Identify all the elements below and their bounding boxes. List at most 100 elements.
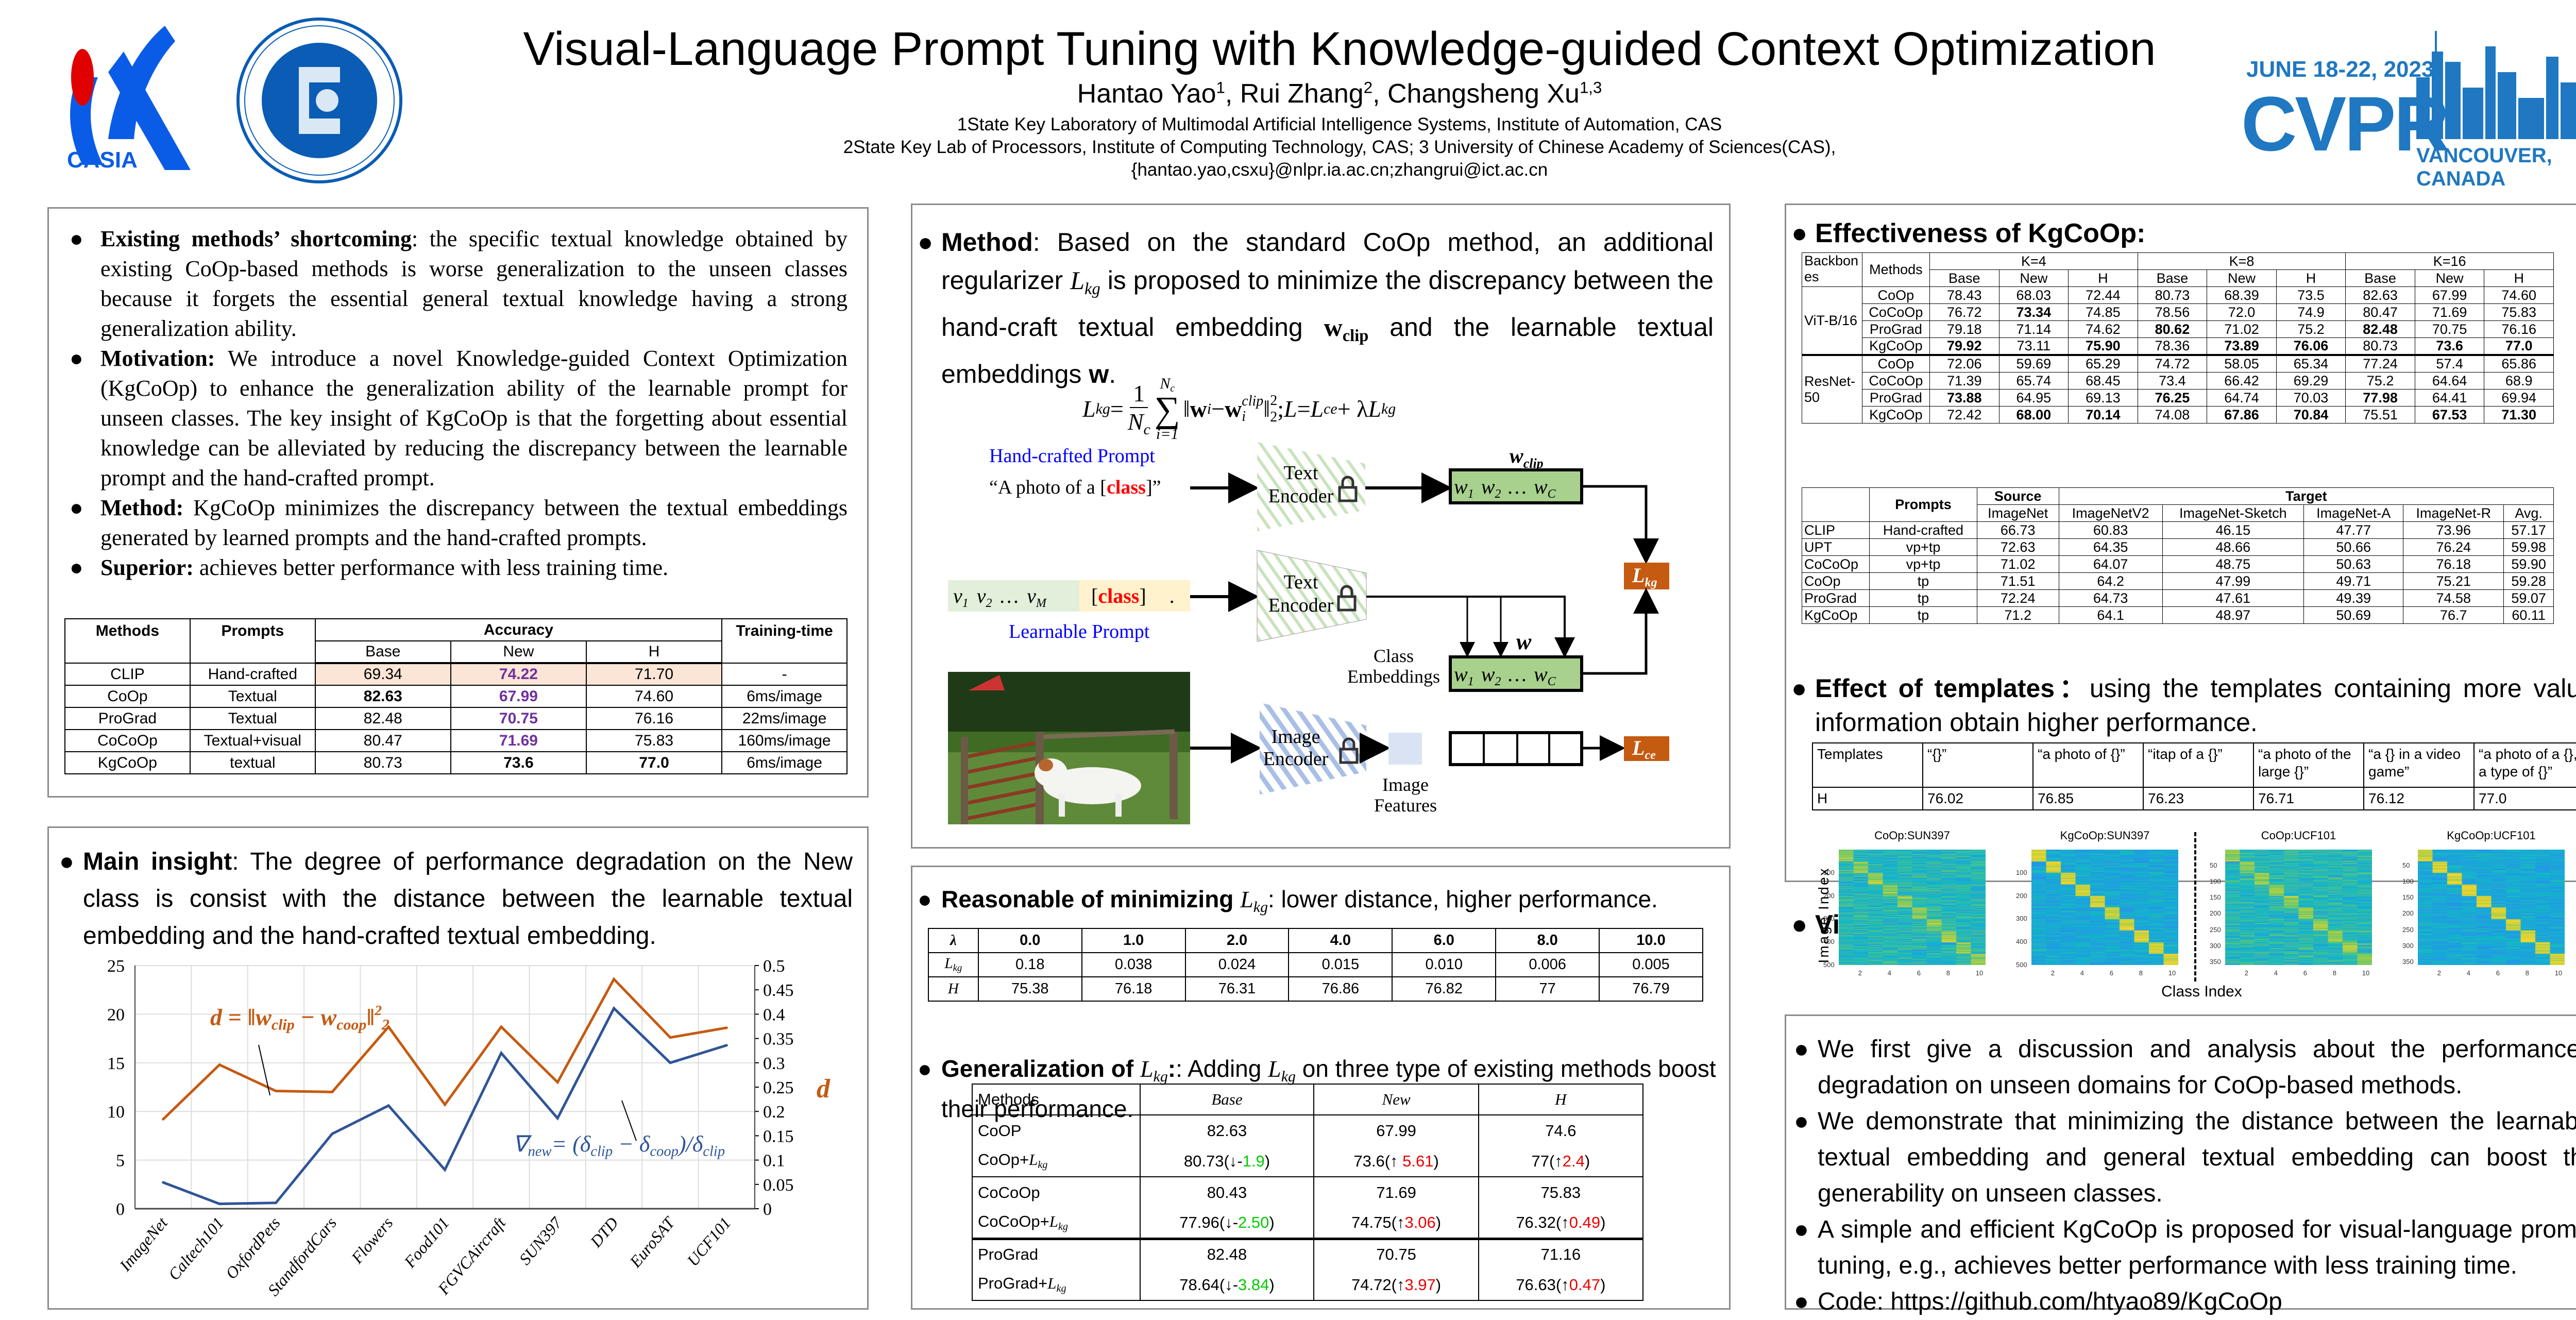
lce-loss-box [1624,736,1669,761]
template-header: “a photo of a {}, a type of {}” [2473,742,2576,788]
table-cell: vp+tp [1869,538,1977,556]
heatmap-x-tick: 2 [2050,969,2055,977]
bullet-shortcoming: Existing methods’ shortcoming: the speci… [70,224,848,344]
heatmap-y-tick: 300 [2016,915,2027,923]
template-value: 76.23 [2143,787,2254,810]
table-cell: ProGrad [1861,320,1930,338]
table-cell: Textual [189,707,316,730]
table-cell: 71.39 [1929,372,1999,390]
y-left-tick-label: 15 [107,1054,125,1073]
col-header: Base [2345,269,2415,287]
col-header: Backbon es [1802,252,1862,287]
heatmap-x-tick: 8 [2525,969,2529,977]
table-cell: 49.39 [2303,589,2404,607]
heatmap-x-tick: 2 [2437,969,2441,977]
bullet-text: We introduce a novel Knowledge-guided Co… [100,346,848,490]
bullet-head: Existing methods’ shortcoming [100,226,412,251]
heatmap-y-tick: 150 [2402,893,2414,902]
col-header: H [2276,269,2346,287]
intro-panel: Existing methods’ shortcoming: the speci… [47,207,869,798]
table-cell: Textual+visual [189,729,316,752]
table-cell: 73.88 [1929,389,1999,407]
affiliation-line: 1State Key Laboratory of Multimodal Arti… [957,114,1722,134]
heatmap-y-tick: 400 [2016,938,2027,946]
table-cell: 60.11 [2503,606,2554,624]
table-cell: 67.99 [1313,1114,1479,1146]
table-cell: 70.03 [2276,389,2346,407]
template-value: 76.12 [2363,787,2475,810]
table-cell: 65.34 [2276,354,2346,373]
col-header: ImageNet-A [2303,504,2404,522]
poster-title: Visual-Language Prompt Tuning with Knowl… [523,23,2156,75]
table-cell: 72.42 [1929,406,1999,424]
delta-value: 0.47 [1569,1275,1601,1294]
table-cell: 77.24 [2345,354,2415,373]
heatmap-x-tick: 6 [1917,969,1921,977]
lkg-label: Lkg [1632,564,1657,589]
table-cell: 73.6 [2414,337,2485,356]
heatmap-y-tick: 100 [2210,877,2221,886]
annotation-arrow [258,1044,270,1096]
code-link[interactable]: Code: https://github.com/htyao89/KgCoOp [1794,1284,2576,1320]
data-point [556,1116,559,1120]
heatmap-y-tick: 350 [2210,957,2221,966]
insight-head: Main insight [83,848,232,875]
table-cell: 77.0 [2484,337,2554,356]
class-token: [class]. [1091,584,1175,607]
col-header: New [450,640,587,664]
data-point [274,1090,277,1093]
table-cell: Textual [189,685,316,708]
table-cell: 82.63 [2345,286,2415,304]
table-cell: 75.83 [585,729,723,752]
author-name: Rui Zhang [1240,79,1364,109]
table-cell: 60.83 [2058,521,2163,539]
table-cell: 64.41 [2414,389,2485,407]
table-cell: 47.99 [2162,572,2304,590]
table-cell: 77(↑2.4) [1478,1146,1644,1177]
similarity-heatmap [2418,850,2565,965]
y-right-axis-label: d [817,1074,831,1104]
table-cell: 77.0 [585,751,723,774]
heatmap-y-tick: 400 [1823,938,1835,946]
cvpr-logo: JUNE 18-22, 2023 CVPR VANCOUVER, CANADA [2241,31,2576,190]
author-name: Hantao Yao [1077,79,1216,109]
table-cell: 71.70 [585,663,723,686]
table-cell: 82.48 [1139,1237,1315,1270]
heatmap-x-tick: 10 [2362,969,2370,977]
table-cell: 74.85 [2068,303,2138,321]
heatmap-title: CoOp:SUN397 [1874,829,1950,842]
table-cell: textual [189,751,316,774]
table-cell: 64.2 [2058,572,2163,590]
table-cell: 74.6 [1478,1114,1644,1146]
col-header: ImageNet-R [2403,504,2504,522]
templates-heading: Effect of templates：using the templates … [1791,671,2576,739]
table-cell: 71.30 [2484,406,2554,424]
table-cell: 71.69 [450,729,587,752]
table-cell: 78.43 [1929,286,1999,304]
bullet-motivation: Motivation: We introduce a novel Knowled… [70,344,848,493]
table-cell: 71.16 [1478,1237,1644,1270]
table-cell: 78.36 [2137,337,2208,356]
heatmap-x-tick: 8 [1946,969,1950,977]
y-right-tick-label: 0.45 [763,981,794,1000]
author-name: Changsheng Xu [1387,79,1580,109]
text-encoder-label: Encoder [1268,485,1334,507]
table-cell: 160ms/image [721,729,848,752]
table-cell: 59.69 [1998,354,2069,373]
template-value: 76.85 [2032,787,2144,810]
table-cell: 66.42 [2207,372,2277,390]
data-point [331,1132,334,1136]
data-point [500,1052,503,1055]
w-clip-label: wclip [1510,444,1544,471]
